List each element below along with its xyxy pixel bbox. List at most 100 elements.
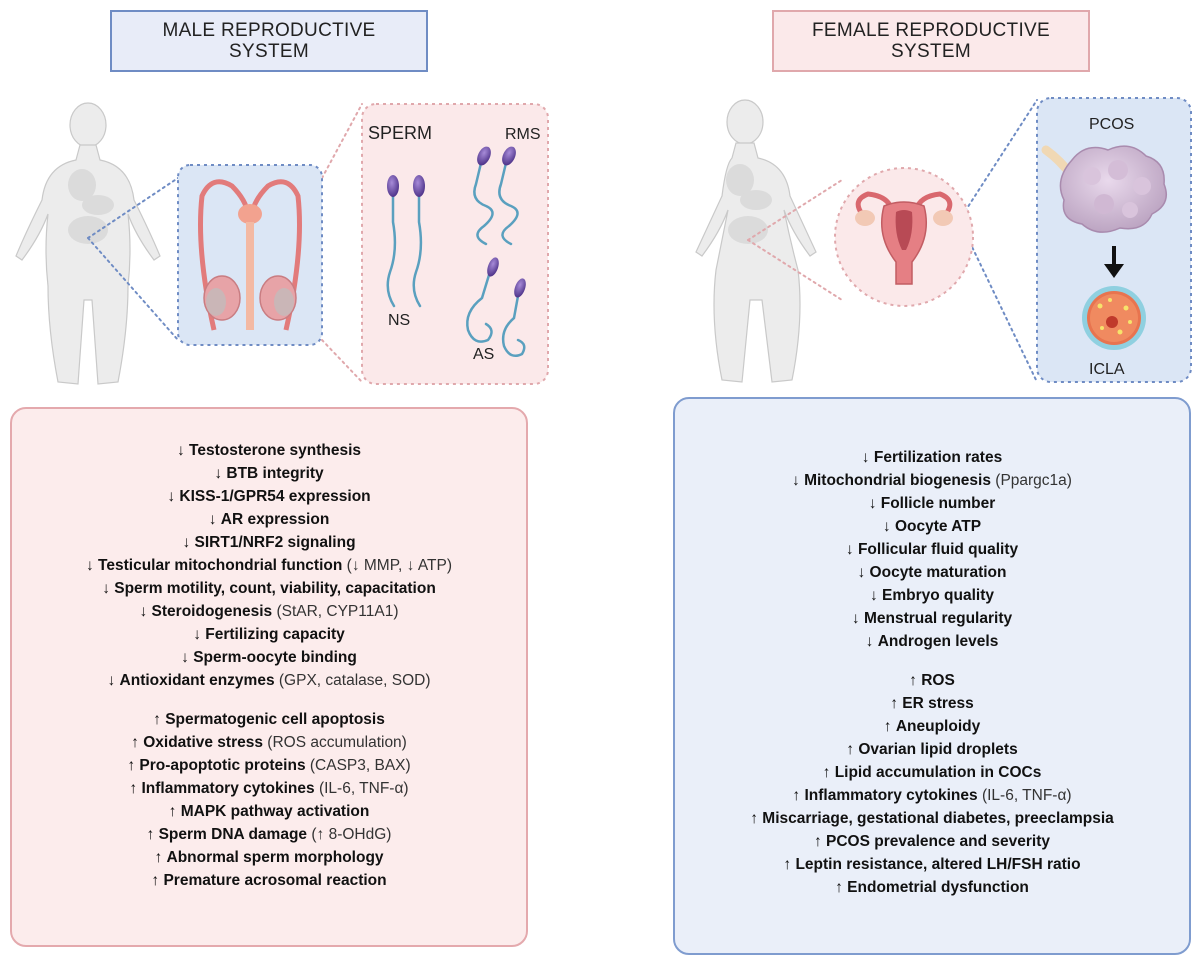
down-arrow-icon: ↓ (882, 518, 891, 535)
male-increased-effect: ↑ MAPK pathway activation (12, 800, 526, 823)
up-arrow-icon: ↑ (131, 734, 139, 751)
male-organs-hint (68, 169, 114, 244)
effect-label: Fertilizing capacity (205, 626, 345, 643)
effect-label: Follicle number (880, 495, 996, 512)
down-arrow-icon: ↓ (851, 610, 860, 627)
as-sperm (466, 273, 526, 357)
male-decreased-effect: ↓ SIRT1/NRF2 signaling (12, 531, 526, 554)
effect-detail: (Ppargc1a) (995, 472, 1072, 489)
male-increased-effect: ↑ Oxidative stress (ROS accumulation) (12, 731, 526, 754)
male-effects-panel: ↓ Testosterone synthesis↓ BTB integrity↓… (10, 407, 528, 947)
effect-detail: (CASP3, BAX) (309, 757, 411, 774)
down-arrow-icon: ↓ (107, 672, 116, 689)
rms-sperm-head (502, 146, 516, 166)
up-arrow-icon: ↑ (909, 672, 917, 689)
up-arrow-icon: ↑ (813, 833, 822, 850)
up-arrow-icon: ↑ (146, 826, 155, 843)
effect-detail: (ROS accumulation) (267, 734, 407, 751)
female-decreased-effect: ↓ Mitochondrial biogenesis (Ppargc1a) (675, 469, 1189, 492)
female-increased-effect: ↑ Miscarriage, gestational diabetes, pre… (675, 807, 1189, 830)
up-arrow-icon: ↑ (890, 695, 898, 712)
male-increased-effect: ↑ Abnormal sperm morphology (12, 846, 526, 869)
effect-label: Sperm-oocyte binding (193, 649, 357, 666)
effect-label: Sperm motility, count, viability, capaci… (114, 580, 436, 597)
sperm-inset (361, 103, 549, 385)
up-arrow-icon: ↑ (750, 810, 758, 827)
male-increased-effect: ↑ Premature acrosomal reaction (12, 869, 526, 892)
as-sperm-head (514, 278, 526, 298)
male-decreased-effect: ↓ BTB integrity (12, 462, 526, 485)
effect-label: MAPK pathway activation (180, 803, 370, 820)
down-arrow-icon: ↓ (857, 564, 866, 581)
male-decreased-effect: ↓ AR expression (12, 508, 526, 531)
effect-label: Premature acrosomal reaction (163, 872, 387, 889)
male-decreased-effect: ↓ Testicular mitochondrial function (↓ M… (12, 554, 526, 577)
male-title-text: MALE REPRODUCTIVE SYSTEM (162, 20, 376, 62)
down-arrow-icon: ↓ (868, 495, 877, 512)
polycystic-ovary (1041, 145, 1167, 233)
female-increased-effect: ↑ PCOS prevalence and severity (675, 830, 1189, 853)
effect-detail: (GPX, catalase, SOD) (278, 672, 431, 689)
male-increased-effect: ↑ Pro-apoptotic proteins (CASP3, BAX) (12, 754, 526, 777)
down-arrow-icon: ↓ (176, 442, 185, 459)
illustration-layer: SPERM RMS NS AS (15, 97, 1192, 385)
female-increased-effect: ↑ Inflammatory cytokines (IL-6, TNF-α) (675, 784, 1189, 807)
female-increased-effect: ↑ Aneuploidy (675, 715, 1189, 738)
up-arrow-icon: ↑ (168, 803, 177, 820)
female-increased-effect: ↑ Ovarian lipid droplets (675, 738, 1189, 761)
male-decreased-effect: ↓ Steroidogenesis (StAR, CYP11A1) (12, 600, 526, 623)
effect-label: Androgen levels (877, 633, 999, 650)
female-decreased-effect: ↓ Oocyte ATP (675, 515, 1189, 538)
effect-label: Sperm DNA damage (158, 826, 308, 843)
up-arrow-icon: ↑ (127, 757, 136, 774)
up-arrow-icon: ↑ (883, 718, 892, 735)
effect-label: Abnormal sperm morphology (166, 849, 384, 866)
male-decreased-effect: ↓ Sperm motility, count, viability, capa… (12, 577, 526, 600)
effect-label: Ovarian lipid droplets (858, 741, 1018, 758)
effect-label: Antioxidant enzymes (119, 672, 275, 689)
down-arrow-icon: ↓ (792, 472, 800, 489)
effect-label: ROS (921, 672, 955, 689)
normal-sperm-head (387, 175, 399, 197)
as-label: AS (473, 346, 494, 363)
effect-label: Embryo quality (882, 587, 995, 604)
effect-label: Miscarriage, gestational diabetes, preec… (762, 810, 1114, 827)
female-decreased-effect: ↓ Menstrual regularity (675, 607, 1189, 630)
down-arrow-icon: ↓ (139, 603, 148, 620)
ns-label: NS (388, 312, 410, 329)
female-increased-effect: ↑ Lipid accumulation in COCs (675, 761, 1189, 784)
female-title-text: FEMALE REPRODUCTIVE SYSTEM (812, 20, 1050, 62)
effect-label: SIRT1/NRF2 signaling (194, 534, 356, 551)
effect-label: Oxidative stress (143, 734, 263, 751)
male-decreased-effect: ↓ KISS-1/GPR54 expression (12, 485, 526, 508)
normal-sperm-head (413, 175, 425, 197)
up-arrow-icon: ↑ (129, 780, 138, 797)
down-arrow-icon: ↓ (85, 557, 94, 574)
male-increased-effect: ↑ Sperm DNA damage (↑ 8-OHdG) (12, 823, 526, 846)
female-decreased-effect: ↓ Embryo quality (675, 584, 1189, 607)
effect-label: KISS-1/GPR54 expression (179, 488, 371, 505)
female-effects-list: ↓ Fertilization rates ↓ Mitochondrial bio… (675, 446, 1189, 899)
down-arrow-icon: ↓ (869, 587, 878, 604)
sperm-label: SPERM (368, 123, 432, 143)
female-increased-effect: ↑ ER stress (675, 692, 1189, 715)
male-decreased-effect: ↓ Testosterone synthesis (12, 439, 526, 462)
effect-label: Aneuploidy (895, 718, 981, 735)
male-decreased-effect: ↓ Sperm-oocyte binding (12, 646, 526, 669)
effect-label: Oocyte maturation (869, 564, 1007, 581)
effect-detail: (IL-6, TNF-α) (981, 787, 1072, 804)
male-zoom-connectors (87, 103, 363, 383)
icla-oocyte (1082, 286, 1146, 350)
effect-label: Fertilization rates (873, 449, 1003, 466)
down-arrow-icon: ↓ (865, 633, 874, 650)
female-decreased-effect: ↓ Oocyte maturation (675, 561, 1189, 584)
effect-detail: (IL-6, TNF-α) (318, 780, 409, 797)
male-effects-list: ↓ Testosterone synthesis↓ BTB integrity↓… (12, 439, 526, 892)
effect-label: ER stress (902, 695, 974, 712)
female-decreased-effect: ↓ Follicle number (675, 492, 1189, 515)
up-arrow-icon: ↑ (154, 849, 163, 866)
effect-label: Testosterone synthesis (189, 442, 362, 459)
female-organs-hint (726, 164, 772, 244)
female-body-figure (695, 99, 817, 383)
effect-label: Spermatogenic cell apoptosis (165, 711, 385, 728)
